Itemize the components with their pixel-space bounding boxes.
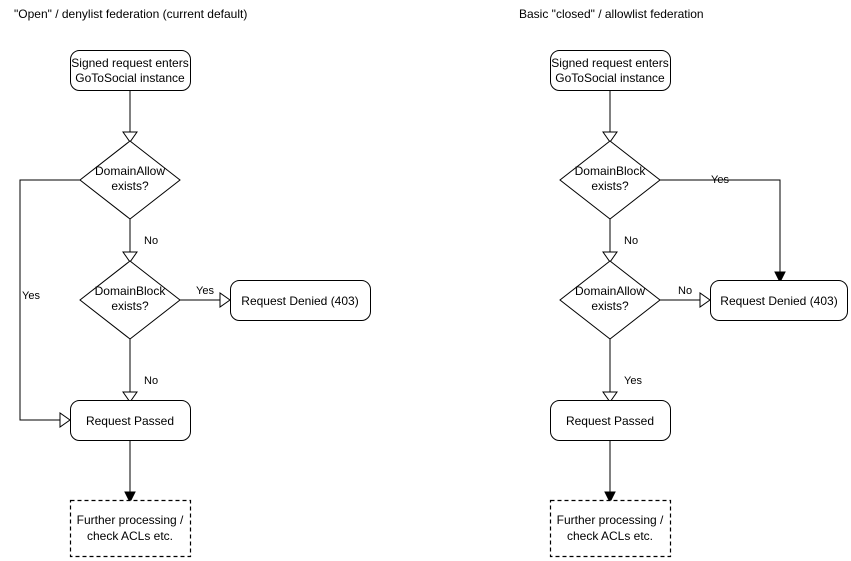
edge-domainblock-no-left: No (122, 339, 158, 403)
domainblock-label-line2-left: exists? (111, 299, 149, 313)
node-decision-domainblock-left[interactable]: DomainBlock exists? (79, 260, 181, 340)
edge-label-domainblock-yes-right: Yes (711, 174, 729, 186)
request-passed-label-right: Request Passed (566, 414, 654, 428)
edge-domainblock-yes-left: Yes (180, 285, 231, 308)
domainblock-label-line1-right: DomainBlock (575, 164, 647, 178)
domainblock-label-line2-right: exists? (591, 179, 629, 193)
further-processing-shape-left (69, 499, 192, 558)
start-box-label-line2-left: GoToSocial instance (75, 71, 185, 85)
node-request-denied-left[interactable]: Request Denied (403) (230, 280, 371, 321)
node-decision-domainblock-right[interactable]: DomainBlock exists? (559, 140, 661, 220)
further-processing-label-line1-right: Further processing / (557, 513, 664, 527)
panel-open-denylist: "Open" / denylist federation (current de… (14, 7, 371, 558)
node-further-processing-left[interactable]: Further processing / check ACLs etc. (69, 499, 192, 558)
request-denied-label-left: Request Denied (403) (241, 294, 358, 308)
node-decision-domainallow-right[interactable]: DomainAllow exists? (559, 260, 661, 340)
start-box-label-line1-left: Signed request enters (71, 56, 188, 70)
node-start-left[interactable]: Signed request enters GoToSocial instanc… (70, 50, 191, 91)
request-denied-shape-right (710, 280, 848, 321)
panel-closed-allowlist: Basic "closed" / allowlist federation Si… (519, 7, 848, 558)
edge-label-domainallow-yes-right: Yes (624, 375, 642, 387)
request-passed-label-left: Request Passed (86, 414, 174, 428)
panel-title-right: Basic "closed" / allowlist federation (519, 7, 704, 21)
domainblock-label-line1-left: DomainBlock (95, 284, 167, 298)
edge-domainblock-yes-right: Yes (660, 174, 786, 284)
further-processing-label-line2-right: check ACLs etc. (567, 529, 653, 543)
node-request-denied-right[interactable]: Request Denied (403) (710, 280, 848, 321)
start-box-label-line1-right: Signed request enters (551, 56, 668, 70)
further-processing-label-line1-left: Further processing / (77, 513, 184, 527)
edge-label-domainallow-yes-left: Yes (22, 290, 40, 302)
domainallow-label-line1-left: DomainAllow (95, 164, 165, 178)
node-start-right[interactable]: Signed request enters GoToSocial instanc… (550, 50, 671, 91)
request-denied-shape-left (230, 280, 371, 321)
edge-domainallow-yes-left: Yes (19, 179, 80, 428)
domainallow-label-line2-left: exists? (111, 179, 149, 193)
edge-start-to-domainblock-right (602, 90, 618, 143)
edge-domainallow-no-left: No (122, 219, 158, 263)
node-request-passed-left[interactable]: Request Passed (70, 400, 191, 441)
edge-label-domainblock-no-right: No (624, 235, 638, 247)
further-processing-label-line2-left: check ACLs etc. (87, 529, 173, 543)
node-decision-domainallow-left[interactable]: DomainAllow exists? (79, 140, 181, 220)
edge-domainallow-no-right: No (660, 285, 711, 308)
edge-domainblock-no-right: No (602, 219, 638, 263)
edge-passed-to-further-left (124, 440, 136, 504)
node-request-passed-right[interactable]: Request Passed (550, 400, 671, 441)
domainallow-label-line2-right: exists? (591, 299, 629, 313)
edge-start-to-domainallow-left (122, 90, 138, 143)
further-processing-shape-right (549, 499, 672, 558)
request-denied-label-right: Request Denied (403) (720, 294, 837, 308)
edge-label-domainallow-no-right: No (678, 285, 692, 297)
domainallow-label-line1-right: DomainAllow (575, 284, 645, 298)
start-box-label-line2-right: GoToSocial instance (555, 71, 665, 85)
edge-passed-to-further-right (604, 440, 616, 504)
edge-label-domainblock-no-left: No (144, 375, 158, 387)
edge-label-domainallow-no-left: No (144, 235, 158, 247)
edge-domainallow-yes-right: Yes (602, 339, 642, 403)
panel-title-left: "Open" / denylist federation (current de… (14, 7, 247, 21)
edge-label-domainblock-yes-left: Yes (196, 285, 214, 297)
node-further-processing-right[interactable]: Further processing / check ACLs etc. (549, 499, 672, 558)
